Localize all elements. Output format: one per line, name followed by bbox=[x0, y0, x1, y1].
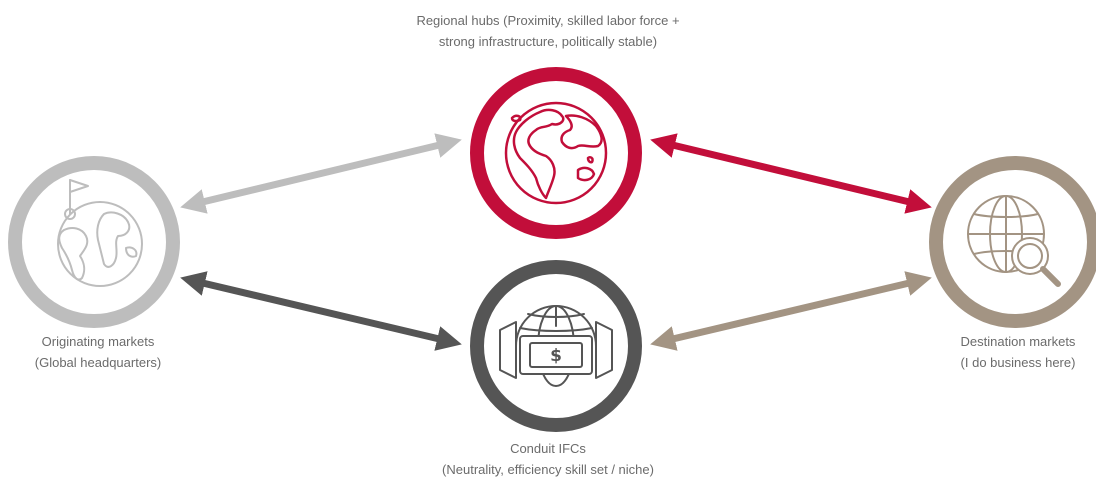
arrow-originating-regional bbox=[180, 133, 462, 214]
regional-hubs-label-line1: Regional hubs (Proximity, skilled labor … bbox=[416, 13, 680, 28]
destination-markets-node bbox=[929, 156, 1096, 328]
conduit-ifcs-label: Conduit IFCs (Neutrality, efficiency ski… bbox=[348, 438, 748, 480]
globe-money-icon bbox=[499, 305, 613, 387]
originating-markets-label-line1: Originating markets bbox=[41, 334, 155, 349]
destination-markets-label-line2: (I do business here) bbox=[960, 355, 1076, 370]
arrow-originating-conduit bbox=[180, 271, 462, 351]
originating-markets-label: Originating markets (Global headquarters… bbox=[0, 331, 196, 373]
arrow-conduit-destination bbox=[650, 271, 932, 351]
globe-magnifier-icon bbox=[967, 195, 1061, 287]
currency-symbol: $ bbox=[550, 346, 562, 366]
globe-icon bbox=[504, 101, 608, 205]
conduit-ifcs-label-line1: Conduit IFCs bbox=[510, 441, 586, 456]
destination-markets-label: Destination markets (I do business here) bbox=[920, 331, 1096, 373]
regional-hubs-node bbox=[470, 67, 642, 239]
regional-hubs-label-line2: strong infrastructure, politically stabl… bbox=[438, 34, 658, 49]
globe-flag-icon bbox=[57, 179, 143, 287]
conduit-ifcs-node: $ bbox=[470, 260, 642, 432]
originating-markets-label-line2: (Global headquarters) bbox=[34, 355, 162, 370]
originating-markets-node bbox=[8, 156, 180, 328]
conduit-ifcs-label-line2: (Neutrality, efficiency skill set / nich… bbox=[442, 462, 654, 477]
destination-markets-label-line1: Destination markets bbox=[960, 334, 1076, 349]
arrow-regional-destination bbox=[650, 133, 932, 214]
regional-hubs-label: Regional hubs (Proximity, skilled labor … bbox=[348, 10, 748, 52]
